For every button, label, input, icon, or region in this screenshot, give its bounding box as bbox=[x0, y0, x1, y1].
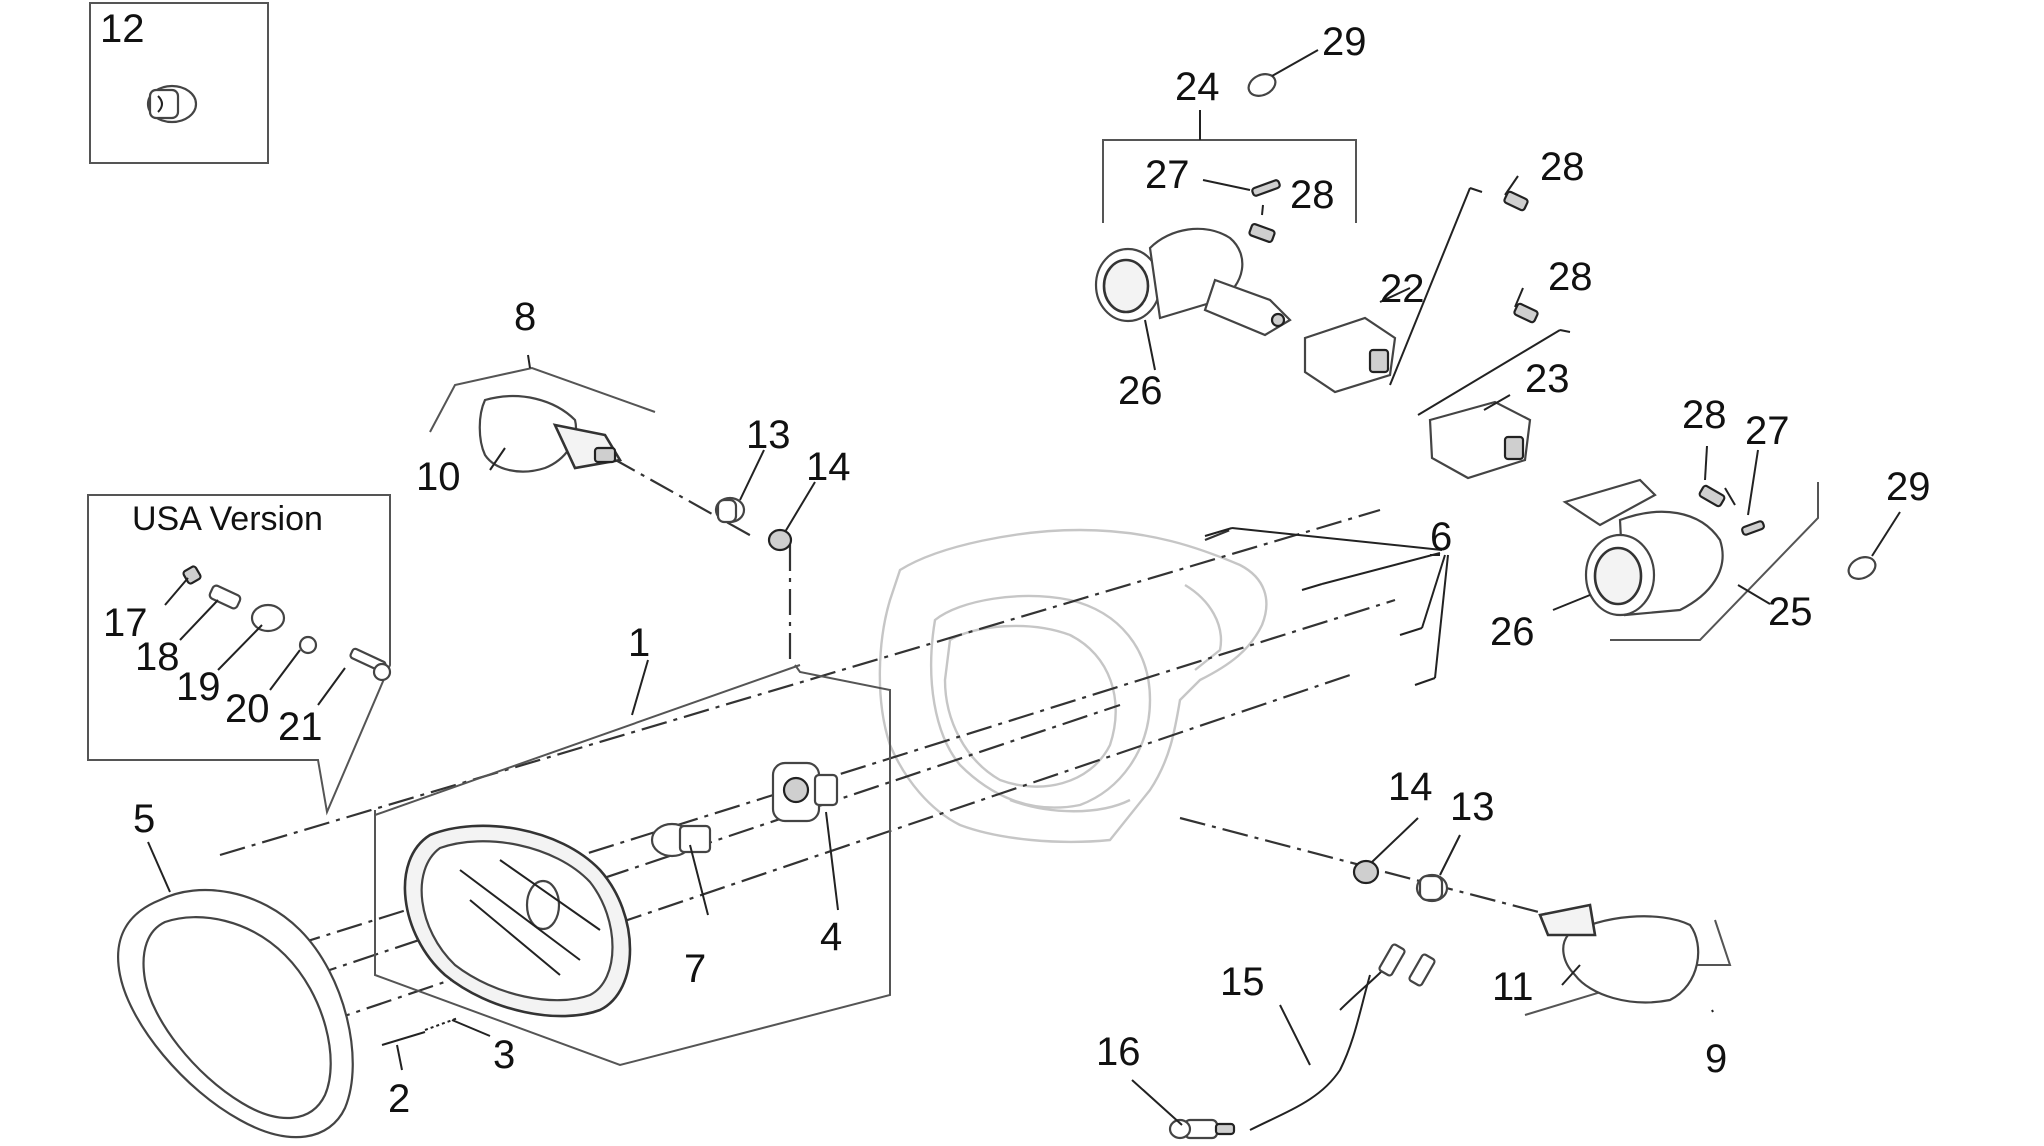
headlight-bulb bbox=[650, 822, 712, 858]
nut-14-upper bbox=[767, 528, 793, 552]
callout-12: 12 bbox=[100, 7, 145, 51]
callout-24: 24 bbox=[1175, 65, 1220, 109]
usa-version-inset bbox=[87, 494, 392, 816]
callout-13-upper: 13 bbox=[746, 413, 791, 457]
callout-22: 22 bbox=[1380, 267, 1425, 311]
socket-23 bbox=[1428, 400, 1532, 480]
assembly-axis-lines bbox=[199, 457, 1551, 1067]
headlight-unit-bracket bbox=[374, 664, 891, 1067]
usa-version-label: USA Version bbox=[132, 500, 323, 538]
callout-21: 21 bbox=[278, 705, 323, 749]
callout-13-lower: 13 bbox=[1450, 785, 1495, 829]
bulb-29-top bbox=[1247, 73, 1277, 97]
leader-lines bbox=[147, 49, 1901, 1126]
callout-14-upper: 14 bbox=[806, 445, 851, 489]
headlight-reflector bbox=[403, 824, 632, 1018]
front-left-indicator bbox=[429, 366, 656, 473]
callout-7: 7 bbox=[684, 947, 706, 991]
bulb-holder bbox=[771, 761, 839, 823]
callout-26-right: 26 bbox=[1490, 610, 1535, 654]
callout-9: 9 bbox=[1705, 1037, 1727, 1081]
callout-labels: 12 USA Version 17 18 19 20 21 5 1 2 3 7 … bbox=[100, 7, 1931, 1121]
callout-28-a: 28 bbox=[1290, 173, 1335, 217]
handlebar-cover-ghost bbox=[878, 528, 1268, 844]
callout-1: 1 bbox=[628, 621, 650, 665]
callout-11: 11 bbox=[1492, 965, 1534, 1009]
headlight-rim bbox=[117, 888, 354, 1139]
bulb-socket-16 bbox=[1168, 1118, 1236, 1140]
screw-28-right bbox=[1503, 190, 1539, 324]
callout-3: 3 bbox=[493, 1033, 515, 1077]
callout-17: 17 bbox=[103, 601, 148, 645]
callout-6: 6 bbox=[1430, 515, 1452, 559]
screws-6 bbox=[1204, 527, 1449, 686]
socket-22 bbox=[1303, 316, 1397, 394]
callout-10: 10 bbox=[416, 455, 461, 499]
grommet-13-lower bbox=[1415, 873, 1449, 903]
callout-26-top: 26 bbox=[1118, 369, 1163, 413]
grommet-13-upper bbox=[714, 496, 746, 524]
rear-right-indicator bbox=[1562, 478, 1819, 641]
callout-27-top: 27 bbox=[1145, 153, 1190, 197]
indicator-lens-26-right bbox=[1584, 533, 1656, 617]
callout-15: 15 bbox=[1220, 960, 1265, 1004]
rear-left-indicator bbox=[1094, 110, 1357, 337]
callout-4: 4 bbox=[820, 915, 842, 959]
callout-2: 2 bbox=[388, 1077, 410, 1121]
callout-29-right: 29 bbox=[1886, 465, 1931, 509]
callout-18: 18 bbox=[135, 635, 180, 679]
bulb-inset-box bbox=[89, 2, 269, 164]
callout-28-d: 28 bbox=[1682, 393, 1727, 437]
callout-29-top: 29 bbox=[1322, 20, 1367, 64]
screw-2 bbox=[381, 1031, 426, 1046]
callout-28-c: 28 bbox=[1548, 255, 1593, 299]
nut-14-lower bbox=[1352, 859, 1380, 885]
front-right-indicator bbox=[1524, 903, 1732, 1016]
callout-8: 8 bbox=[514, 295, 536, 339]
bulb-29-right bbox=[1847, 556, 1877, 580]
callout-28-b: 28 bbox=[1540, 145, 1585, 189]
callout-5: 5 bbox=[133, 797, 155, 841]
callout-25: 25 bbox=[1768, 590, 1813, 634]
callout-23: 23 bbox=[1525, 357, 1570, 401]
indicator-lens-26 bbox=[1094, 247, 1162, 323]
callout-27-right: 27 bbox=[1745, 409, 1790, 453]
wiring-harness-15 bbox=[1249, 943, 1436, 1131]
callout-20: 20 bbox=[225, 687, 270, 731]
spare-bulb-icon bbox=[146, 84, 198, 124]
callout-16: 16 bbox=[1096, 1030, 1141, 1074]
usa-small-parts bbox=[182, 565, 392, 682]
bracket-lines-right bbox=[1389, 187, 1571, 416]
callout-14-lower: 14 bbox=[1388, 765, 1433, 809]
callout-19: 19 bbox=[176, 665, 221, 709]
